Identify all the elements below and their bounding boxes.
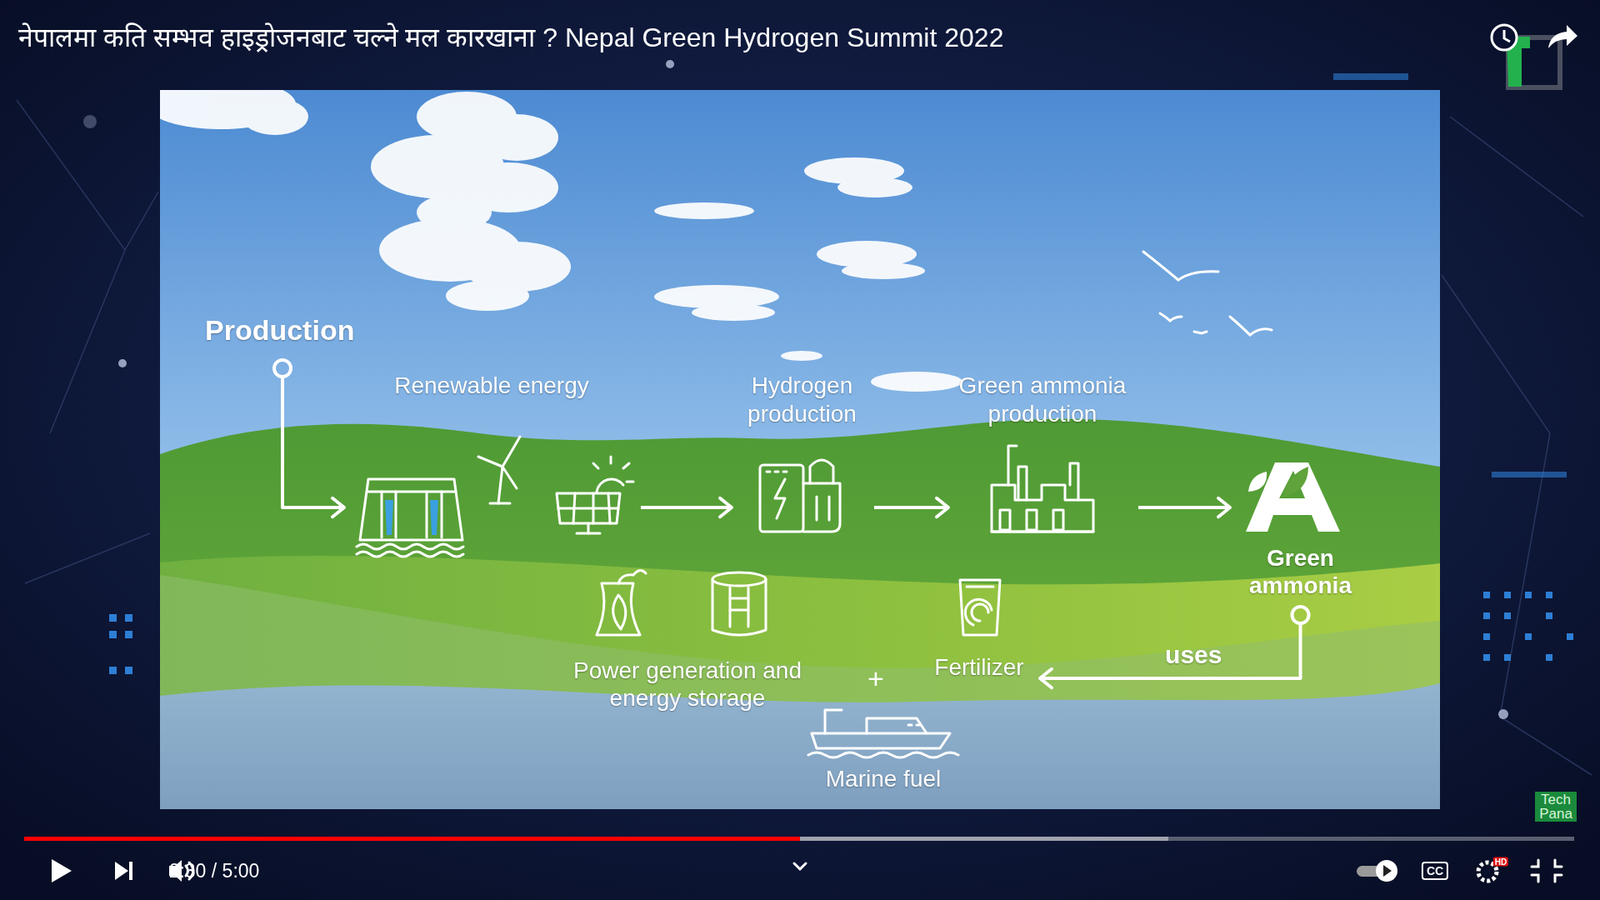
time-display: 2:30 / 5:00 — [169, 860, 260, 883]
node-label: Green ammonia production — [950, 371, 1135, 428]
flow-connector — [874, 505, 949, 510]
node-label: Marine fuel — [816, 765, 950, 794]
flow-connector — [640, 505, 732, 510]
diagram-node: Green ammonia production — [950, 371, 1135, 539]
watermark: Tech Pana — [1535, 791, 1577, 822]
plus-sign: + — [867, 662, 885, 695]
connector-origin — [274, 360, 291, 377]
diagram-node: Production — [205, 313, 380, 352]
diagram-node: Marine fuel — [816, 700, 950, 794]
diagram-node: Green ammonia — [1231, 450, 1370, 600]
diagram-node: Fertilizer — [925, 566, 1034, 682]
cc-button: CC — [1421, 861, 1449, 880]
flow-connector — [1040, 623, 1301, 679]
edge-label: uses — [1165, 640, 1222, 670]
diagram-node: Power generation and energy storage — [550, 566, 825, 713]
arrow-head — [720, 498, 732, 517]
flow-connector — [282, 376, 345, 508]
diagram-node: Renewable energy — [345, 371, 638, 555]
node-label: Hydrogen production — [733, 371, 871, 428]
video-title: नेपालमा कति सम्भव हाइड्रोजनबाट चल्ने मल … — [18, 18, 1004, 55]
node-label: Power generation and energy storage — [550, 656, 825, 713]
arrow-head — [936, 498, 949, 517]
arrow-head — [1218, 498, 1230, 517]
arrow-head — [332, 498, 345, 517]
node-label: Renewable energy — [345, 371, 638, 400]
node-label: Green ammonia — [1231, 544, 1370, 600]
diagram-node: Hydrogen production — [733, 371, 871, 539]
node-label: Production — [205, 313, 380, 348]
hd-badge: HD — [1493, 857, 1509, 867]
arrow-head — [1040, 669, 1052, 688]
flow-connector — [1138, 505, 1230, 510]
connector-origin — [1292, 606, 1310, 624]
node-label: Fertilizer — [925, 653, 1034, 682]
